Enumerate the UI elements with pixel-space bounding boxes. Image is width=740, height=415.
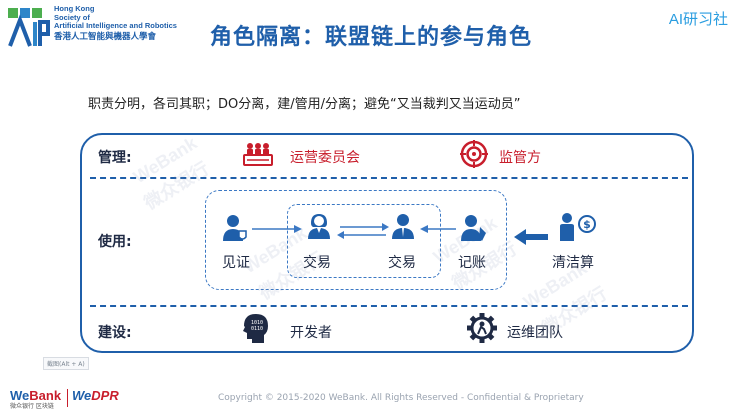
society-logo xyxy=(8,8,50,47)
witness-user-icon xyxy=(223,215,247,241)
arrow-clearing-to-group xyxy=(514,229,548,245)
role-committee-label: 运营委员会 xyxy=(290,150,360,166)
roles-outer-panel xyxy=(80,133,694,353)
wedpr-we: We xyxy=(72,388,92,403)
slide-title: 角色隔离：联盟链上的参与角色 xyxy=(210,25,533,50)
screenshot-shortcut-hint: 截图(Alt + A) xyxy=(43,357,89,370)
role-bookkeeper-label: 记账 xyxy=(458,255,486,271)
svg-text:0110: 0110 xyxy=(251,326,263,332)
ops-gear-icon xyxy=(467,313,497,343)
arrow-witness-to-trade xyxy=(252,225,302,233)
footer-separator xyxy=(67,389,68,407)
org-name-en-1: Hong Kong xyxy=(54,4,95,13)
use-roles-group xyxy=(205,190,507,290)
brand-logo: AI研习社 xyxy=(668,11,728,28)
role-ops-label: 运维团队 xyxy=(507,325,563,341)
org-name-en-2: Society of xyxy=(54,12,90,22)
trader-female-icon xyxy=(308,214,330,239)
role-witness-label: 见证 xyxy=(222,255,250,271)
org-name-zh: 香港人工智能與機器人學會 xyxy=(54,30,157,41)
org-name: Hong Kong Society of Artificial Intellig… xyxy=(54,4,204,41)
trader-male-icon xyxy=(392,214,414,239)
role-trader-2-label: 交易 xyxy=(388,255,416,271)
role-clearing-label: 清洁算 xyxy=(552,255,594,271)
developer-head-icon: 1010 0110 xyxy=(243,314,268,343)
committee-icon xyxy=(243,143,273,166)
webank-logo-sub: 微众银行 区块链 xyxy=(10,403,54,410)
role-regulator-label: 监管方 xyxy=(499,150,541,166)
svg-text:$: $ xyxy=(583,218,591,231)
svg-text:1010: 1010 xyxy=(251,320,263,326)
webank-bank: Bank xyxy=(29,388,62,403)
row-label-build: 建设: xyxy=(98,325,132,341)
org-name-en-3: Artificial Intelligence and Robotics xyxy=(54,21,177,31)
wedpr-logo: WeDPR xyxy=(72,388,119,403)
clearing-user-icon: $ xyxy=(560,213,596,241)
subtitle: 职责分明，各司其职；DO分离，建/管用/分离；避免“又当裁判又当运动员” xyxy=(88,97,521,112)
row-label-use: 使用: xyxy=(98,234,132,250)
divider-manage-use xyxy=(90,177,688,179)
wedpr-dpr: DPR xyxy=(91,388,119,403)
webank-we: We xyxy=(10,388,30,403)
trade-roles-group xyxy=(287,204,441,278)
arrow-bookkeeper-to-trade xyxy=(420,225,456,233)
target-icon xyxy=(460,140,488,168)
row-label-manage: 管理: xyxy=(98,150,132,166)
bookkeeper-icon xyxy=(461,215,486,241)
copyright-notice: Copyright © 2015-2020 WeBank. All Rights… xyxy=(218,393,584,403)
arrow-trade-bidirectional xyxy=(337,223,389,239)
divider-use-build xyxy=(90,305,688,307)
role-trader-1-label: 交易 xyxy=(303,255,331,271)
role-developer-label: 开发者 xyxy=(290,325,332,341)
webank-logo: WeBank xyxy=(10,388,61,403)
